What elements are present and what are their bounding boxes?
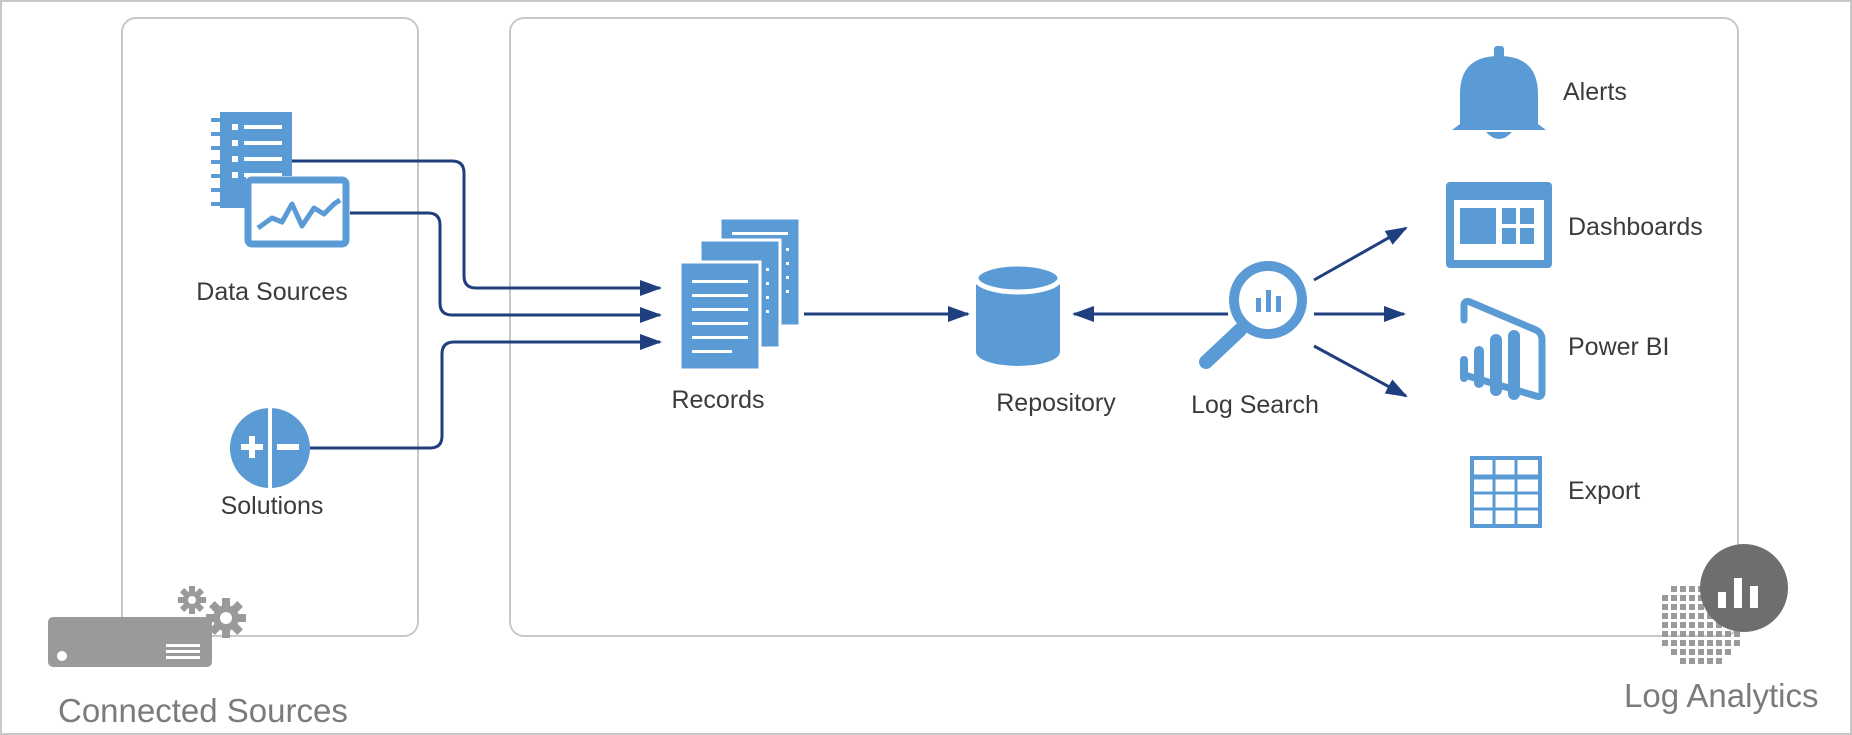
data-sources-icon xyxy=(211,112,350,248)
power-bi-label: Power BI xyxy=(1568,333,1670,361)
logo-dot xyxy=(1680,604,1686,610)
logo-dot xyxy=(1725,631,1731,637)
logo-dot xyxy=(1689,649,1695,655)
logo-dot xyxy=(1707,658,1713,664)
logo-dot xyxy=(1698,649,1704,655)
logo-dot xyxy=(1662,640,1668,646)
logo-dot xyxy=(1689,586,1695,592)
magnifier-chart-icon xyxy=(1199,261,1307,369)
logo-dot xyxy=(1707,622,1713,628)
logo-dot xyxy=(1680,586,1686,592)
solutions-icon xyxy=(230,408,310,488)
logo-dot xyxy=(1707,649,1713,655)
log-analytics-logo-icon xyxy=(1662,544,1788,664)
logo-dot xyxy=(1716,622,1722,628)
connected-sources-title: Connected Sources xyxy=(58,692,348,729)
logo-dot xyxy=(1725,640,1731,646)
logo-dot xyxy=(1662,631,1668,637)
edge-solutions-to-records xyxy=(310,334,662,450)
logo-dot xyxy=(1698,640,1704,646)
log-analytics-title: Log Analytics xyxy=(1624,677,1819,714)
edge-log-search-to-dashboards xyxy=(1313,226,1408,282)
dashboard-icon xyxy=(1446,182,1552,268)
edge-log-search-to-power-bi-bottom xyxy=(1313,344,1408,398)
logo-dot xyxy=(1698,613,1704,619)
logo-dot xyxy=(1734,631,1740,637)
logo-dot xyxy=(1725,649,1731,655)
logo-dot xyxy=(1689,640,1695,646)
records-label: Records xyxy=(671,386,765,414)
server-gears-icon xyxy=(48,586,246,667)
logo-dot xyxy=(1707,613,1713,619)
solutions-label: Solutions xyxy=(220,492,324,520)
logo-dot xyxy=(1698,595,1704,601)
edge-data-sources-chart-to-records xyxy=(350,211,662,323)
logo-dot xyxy=(1671,622,1677,628)
logo-dot xyxy=(1698,631,1704,637)
logo-dot xyxy=(1671,613,1677,619)
logo-dot xyxy=(1662,595,1668,601)
alerts-label: Alerts xyxy=(1563,78,1627,106)
logo-dot xyxy=(1734,640,1740,646)
logo-dot xyxy=(1662,622,1668,628)
repository-label: Repository xyxy=(996,389,1116,417)
logo-dot xyxy=(1680,622,1686,628)
connected-sources-box xyxy=(121,17,419,637)
logo-dot xyxy=(1680,658,1686,664)
power-bi-icon xyxy=(1460,298,1546,400)
logo-dot xyxy=(1680,631,1686,637)
logo-dot xyxy=(1662,604,1668,610)
logo-dot xyxy=(1689,613,1695,619)
export-label: Export xyxy=(1568,477,1641,505)
data-sources-label: Data Sources xyxy=(196,278,348,306)
logo-dot xyxy=(1716,640,1722,646)
logo-dot xyxy=(1716,658,1722,664)
dashboards-label: Dashboards xyxy=(1568,213,1703,241)
logo-dot xyxy=(1671,631,1677,637)
logo-dot xyxy=(1680,595,1686,601)
logo-dot xyxy=(1698,604,1704,610)
bell-icon xyxy=(1452,46,1546,139)
logo-dot xyxy=(1689,631,1695,637)
logo-dot xyxy=(1680,649,1686,655)
logo-dot xyxy=(1662,613,1668,619)
logo-dot xyxy=(1698,622,1704,628)
logo-dot xyxy=(1716,649,1722,655)
edge-data-sources-top-to-records xyxy=(292,159,662,296)
logo-dot xyxy=(1689,604,1695,610)
logo-dot xyxy=(1698,658,1704,664)
database-icon xyxy=(973,261,1063,366)
logo-dot xyxy=(1680,640,1686,646)
grid-table-icon xyxy=(1470,456,1542,528)
logo-dot xyxy=(1707,640,1713,646)
logo-dot xyxy=(1689,622,1695,628)
logo-dot xyxy=(1671,649,1677,655)
logo-dot xyxy=(1689,595,1695,601)
log-search-label: Log Search xyxy=(1191,391,1319,419)
records-icon xyxy=(678,216,802,372)
logo-dot xyxy=(1671,604,1677,610)
logo-dot xyxy=(1680,613,1686,619)
logo-dot xyxy=(1707,631,1713,637)
logo-dot xyxy=(1689,658,1695,664)
logo-dot xyxy=(1716,631,1722,637)
logo-dot xyxy=(1671,586,1677,592)
log-analytics-box xyxy=(509,17,1739,637)
logo-dot xyxy=(1671,595,1677,601)
connectors xyxy=(292,159,1408,450)
logo-dot xyxy=(1671,640,1677,646)
